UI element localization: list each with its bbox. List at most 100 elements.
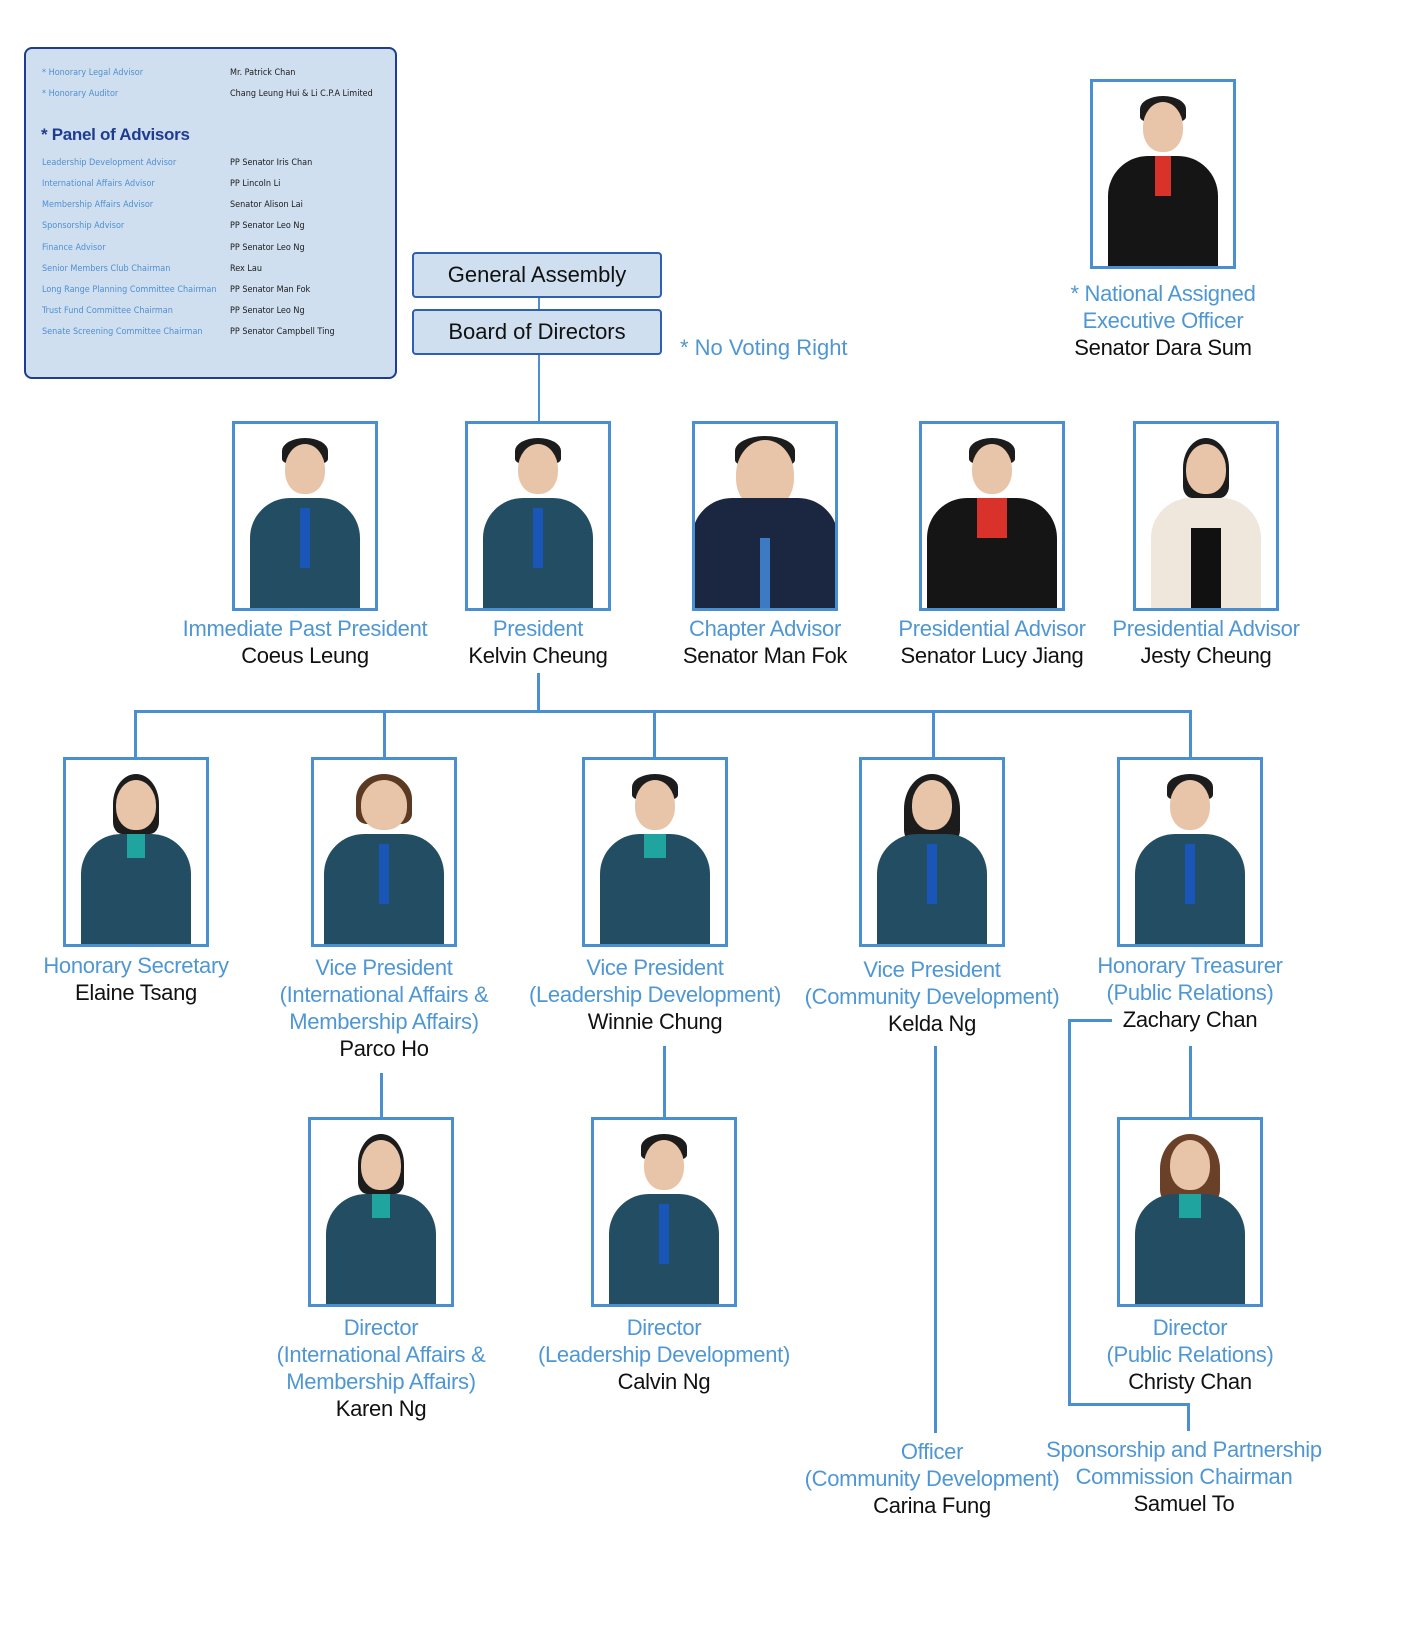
face-shape (518, 444, 558, 494)
photo-elaine-tsang (63, 757, 209, 947)
connector-line (1189, 1046, 1192, 1117)
advisor-role: Senate Screening Committee Chairman (42, 327, 203, 337)
photo-calvin-ng (591, 1117, 737, 1307)
general-assembly-box: General Assembly (412, 252, 662, 298)
advisor-name: Rex Lau (230, 264, 263, 274)
photo-jesty-cheung (1133, 421, 1279, 611)
person-name: Senator Dara Sum (1074, 335, 1252, 360)
tie-shape (300, 508, 310, 568)
person-name: Winnie Chung (587, 1009, 723, 1034)
connector-line (1187, 1403, 1190, 1431)
person-name: Kelda Ng (887, 1011, 977, 1036)
connector-line (932, 710, 935, 757)
honorary-role: * Honorary Auditor (42, 89, 119, 99)
honorary-role: * Honorary Legal Advisor (42, 68, 144, 78)
top-shape (1191, 528, 1221, 608)
role-text: (Leadership Development) (528, 982, 782, 1007)
connector-line (1189, 710, 1192, 757)
role-text: Membership Affairs) (286, 1369, 476, 1394)
connector-line (383, 710, 386, 757)
photo-kelda-ng (859, 757, 1005, 947)
scarf-shape (127, 834, 145, 858)
person-name: Carina Fung (873, 1493, 991, 1518)
tie-shape (927, 844, 937, 904)
face-shape (361, 1140, 401, 1190)
photo-coeus-leung (232, 421, 378, 611)
tie-shape (760, 538, 770, 608)
photo-parco-ho (311, 757, 457, 947)
person-name: Zachary Chan (1122, 1007, 1258, 1032)
face-shape (912, 780, 952, 830)
label-director-public-relations: Director (Public Relations) Christy Chan (1090, 1314, 1290, 1395)
no-voting-right-note: * No Voting Right (680, 335, 848, 360)
person-name: Senator Lucy Jiang (900, 643, 1084, 668)
advisor-name: PP Senator Campbell Ting (230, 327, 335, 337)
role-text: President (492, 616, 584, 641)
face-shape (1143, 102, 1183, 152)
label-officer-community-development: Officer (Community Development) Carina F… (797, 1438, 1067, 1519)
advisors-panel: * Honorary Legal Advisor Mr. Patrick Cha… (24, 47, 397, 379)
face-shape (285, 444, 325, 494)
scarf-shape (1155, 156, 1171, 196)
label-vp-leadership-development: Vice President (Leadership Development) … (520, 954, 790, 1035)
role-text: (International Affairs & (279, 982, 489, 1007)
face-shape (635, 780, 675, 830)
face-shape (1186, 444, 1226, 494)
photo-kelvin-cheung (465, 421, 611, 611)
person-name: Samuel To (1133, 1491, 1235, 1516)
advisor-name: PP Senator Man Fok (230, 285, 311, 295)
connector-line (1068, 1403, 1190, 1406)
advisor-role: Trust Fund Committee Chairman (42, 306, 173, 316)
advisor-role: Leadership Development Advisor (42, 158, 177, 168)
connector-line (1068, 1019, 1071, 1406)
advisor-role: Long Range Planning Committee Chairman (42, 285, 217, 295)
advisor-role: Membership Affairs Advisor (42, 200, 154, 210)
role-text: (Public Relations) (1106, 1342, 1274, 1367)
advisor-role: International Affairs Advisor (42, 179, 155, 189)
person-name: Kelvin Cheung (468, 643, 608, 668)
role-text: Membership Affairs) (289, 1009, 479, 1034)
person-name: Senator Man Fok (682, 643, 848, 668)
photo-karen-ng (308, 1117, 454, 1307)
scarf-shape (644, 834, 666, 858)
neo-label: * National Assigned Executive Officer Se… (1063, 280, 1263, 361)
connector-line (1068, 1019, 1112, 1022)
label-honorary-secretary: Honorary Secretary Elaine Tsang (36, 952, 236, 1006)
role-text: * National Assigned (1070, 281, 1256, 306)
person-name: Parco Ho (339, 1036, 429, 1061)
label-presidential-advisor: Presidential Advisor Senator Lucy Jiang (892, 615, 1092, 669)
role-text: Vice President (315, 955, 453, 980)
board-of-directors-box: Board of Directors (412, 309, 662, 355)
label-sponsorship-partnership-chairman: Sponsorship and Partnership Commission C… (1039, 1436, 1329, 1517)
label-director-leadership-development: Director (Leadership Development) Calvin… (529, 1314, 799, 1395)
advisor-name: PP Senator Iris Chan (230, 158, 313, 168)
role-text: Commission Chairman (1075, 1464, 1293, 1489)
role-text: (Community Development) (804, 1466, 1060, 1491)
person-name: Coeus Leung (241, 643, 369, 668)
role-text: Sponsorship and Partnership (1046, 1437, 1322, 1462)
connector-line (934, 1046, 937, 1433)
role-text: (International Affairs & (276, 1342, 486, 1367)
advisor-name: Senator Alison Lai (230, 200, 303, 210)
role-text: Presidential Advisor (898, 616, 1086, 641)
label-immediate-past-president: Immediate Past President Coeus Leung (170, 615, 440, 669)
scarf-shape (372, 1194, 390, 1218)
tie-shape (379, 844, 389, 904)
label-vp-community-development: Vice President (Community Development) K… (797, 956, 1067, 1037)
connector-line (538, 298, 540, 309)
face-shape (361, 780, 407, 830)
photo-lucy-jiang (919, 421, 1065, 611)
person-name: Karen Ng (335, 1396, 427, 1421)
advisor-role: Finance Advisor (42, 243, 106, 253)
person-name: Jesty Cheung (1140, 643, 1272, 668)
connector-line (653, 710, 656, 757)
role-text: Vice President (863, 957, 1001, 982)
role-text: Honorary Secretary (43, 953, 229, 978)
scarf-shape (1179, 1194, 1201, 1218)
connector-bar (134, 710, 1192, 713)
advisor-name: PP Senator Leo Ng (230, 306, 305, 316)
honorary-name: Chang Leung Hui & Li C.P.A Limited (230, 89, 373, 99)
role-text: Immediate Past President (182, 616, 428, 641)
connector-line (537, 673, 540, 711)
face-shape (116, 780, 156, 830)
